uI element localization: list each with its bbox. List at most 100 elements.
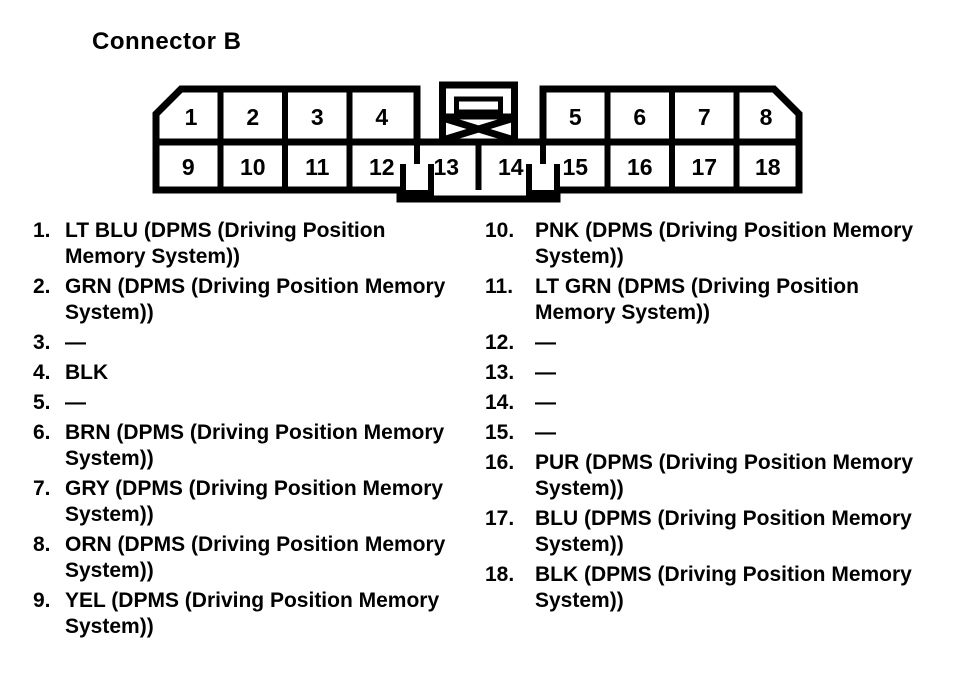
pin-cavity-number: 1 — [185, 104, 198, 130]
index-notch-left — [400, 164, 434, 196]
pin-description: — — [535, 360, 947, 386]
pin-cavity-number: 17 — [691, 154, 717, 180]
pin-number-label: 13. — [485, 361, 515, 384]
pin-list-item: 4.BLK — [33, 360, 485, 386]
pin-list-item: 12. — — [485, 330, 947, 356]
pin-cavity-number: 13 — [433, 154, 459, 180]
pin-description-line: BLK (DPMS (Driving Position Memory — [535, 563, 912, 586]
index-notch-right — [526, 164, 560, 196]
pin-description-line: System)) — [535, 245, 624, 268]
pin-description-line: System)) — [65, 615, 154, 638]
pin-description-line: System)) — [65, 447, 154, 470]
pin-number-label: 17. — [485, 507, 515, 530]
pin-description-line: — — [65, 331, 86, 354]
pin-number-label: 12. — [485, 331, 515, 354]
pin-description-line: GRY (DPMS (Driving Position Memory — [65, 477, 444, 500]
pin-number-label: 11. — [485, 275, 514, 298]
pin-cavity-number: 10 — [240, 154, 266, 180]
top-row-dividers — [217, 89, 740, 142]
pin-description-line: ORN (DPMS (Driving Position Memory — [65, 533, 446, 556]
pin-description-line: — — [535, 391, 556, 414]
pin-description-line: — — [535, 331, 556, 354]
pin-description-line: BLU (DPMS (Driving Position Memory — [535, 507, 912, 530]
pin-description-line: BLK — [65, 361, 109, 384]
bottom-row-dividers — [217, 142, 740, 190]
pin-list-item: 13. — — [485, 360, 947, 386]
pin-cavity-number: 2 — [246, 104, 259, 130]
pin-description-line: System)) — [65, 301, 154, 324]
pin-cavity-number: 18 — [755, 154, 781, 180]
pin-list-item: 14. — — [485, 390, 947, 416]
pin-description-line: Memory System)) — [535, 301, 711, 324]
pin-description-line: GRN (DPMS (Driving Position Memory — [65, 275, 446, 298]
pin-cavity-number: 14 — [498, 154, 524, 180]
pin-cavity-number: 7 — [698, 104, 711, 130]
pin-description: — — [535, 330, 947, 356]
pin-cavity-number: 3 — [311, 104, 324, 130]
pin-number-label: 1. — [33, 219, 51, 242]
pin-number-label: 15. — [485, 421, 515, 444]
pin-list-item: 3. — — [33, 330, 485, 356]
pin-description: — — [535, 390, 947, 416]
pin-description-line: System)) — [65, 503, 154, 526]
pin-cavity-number: 8 — [760, 104, 773, 130]
pin-cavity-number: 16 — [627, 154, 653, 180]
pin-number-label: 14. — [485, 391, 515, 414]
pin-list-item: 15.— — [485, 420, 947, 446]
pin-cavity-number: 9 — [182, 154, 195, 180]
pin-description-line: YEL (DPMS (Driving Position Memory — [65, 589, 440, 612]
lock-x-icon — [444, 115, 513, 143]
pin-description-line: BRN (DPMS (Driving Position Memory — [65, 421, 445, 444]
pin-description-line: — — [65, 391, 86, 414]
pin-description-line: System)) — [535, 477, 624, 500]
pin-description-line: System)) — [535, 589, 624, 612]
pin-cavity-number: 11 — [305, 154, 330, 180]
pin-description-line: System)) — [65, 559, 154, 582]
pin-description-line: PNK (DPMS (Driving Position Memory — [535, 219, 914, 242]
pin-description: BLK — [65, 360, 485, 386]
pin-number-label: 18. — [485, 563, 515, 586]
pin-number-label: 8. — [33, 533, 51, 556]
pin-cavity-number: 4 — [375, 104, 388, 130]
pin-description: — — [65, 330, 485, 356]
pin-cavity-number: 12 — [369, 154, 395, 180]
pin-cavity-number: 6 — [633, 104, 646, 130]
pin-number-label: 2. — [33, 275, 51, 298]
pin-number-label: 10. — [485, 219, 515, 242]
pin-description-line: LT GRN (DPMS (Driving Position — [535, 275, 859, 298]
pin-number-label: 16. — [485, 451, 515, 474]
pin-number-label: 3. — [33, 331, 51, 354]
lock-tab — [442, 96, 515, 143]
pin-description: — — [65, 390, 485, 416]
pin-description-line: PUR (DPMS (Driving Position Memory — [535, 451, 914, 474]
page-title: Connector B — [92, 28, 242, 55]
pin-number-label: 5. — [33, 391, 51, 414]
pin-description-line: Memory System)) — [65, 245, 241, 268]
pin-description-line: — — [535, 361, 556, 384]
